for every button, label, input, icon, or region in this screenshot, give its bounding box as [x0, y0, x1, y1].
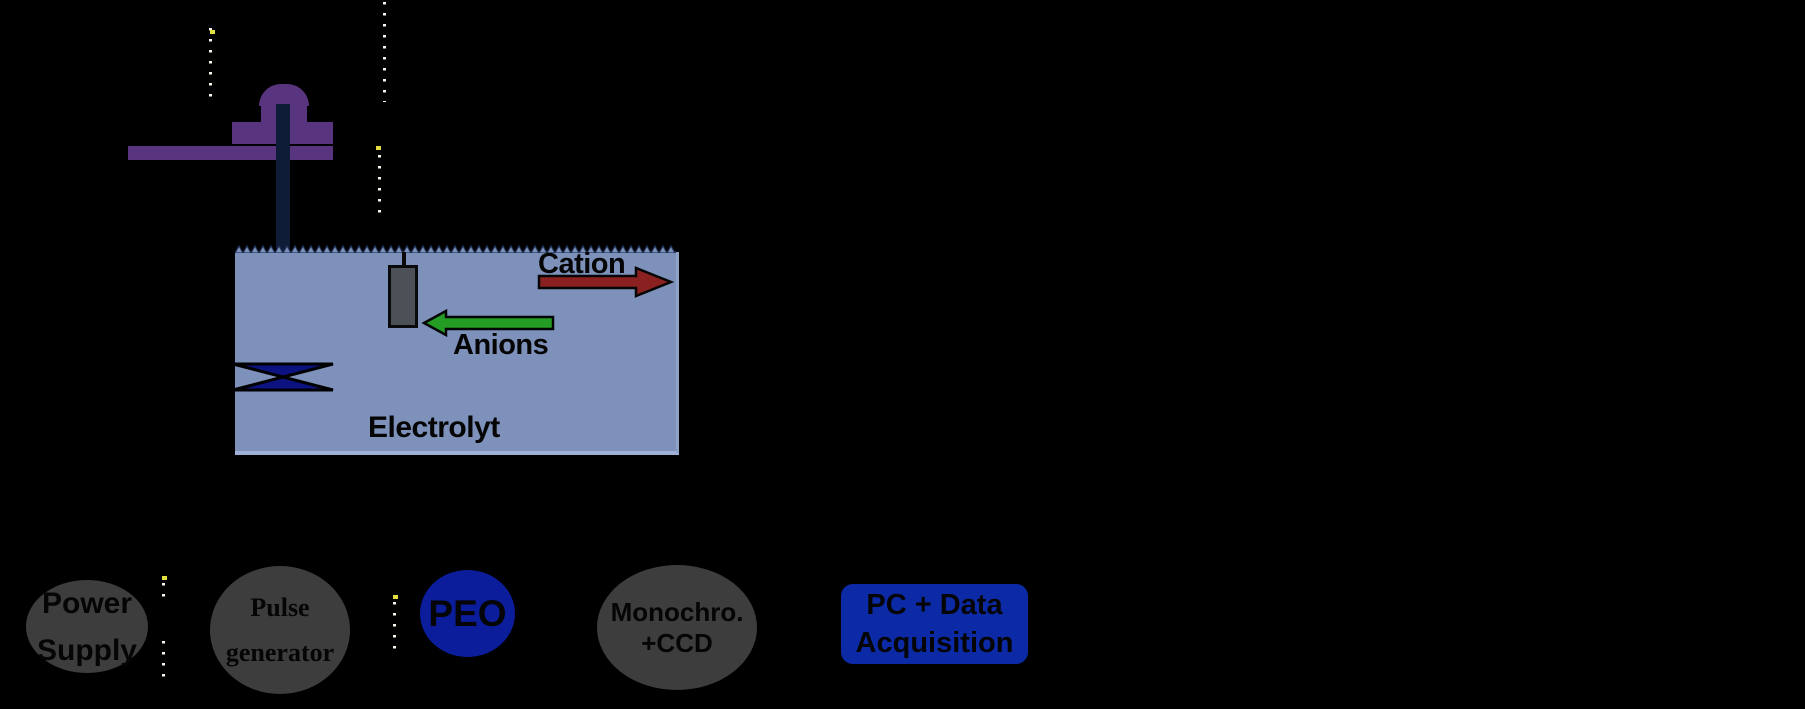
water-surface-zigzag	[235, 245, 676, 253]
dotted-trace-lower-mid	[393, 602, 396, 650]
cation-label: Cation	[538, 248, 626, 280]
stirrer-icon	[232, 362, 334, 392]
accent-dot	[162, 576, 167, 580]
dotted-trace-upper-left	[209, 28, 212, 98]
node-monochromator-ccd: Monochro. +CCD	[597, 565, 757, 690]
holder-arm	[128, 146, 333, 160]
counter-electrode-wire	[402, 252, 406, 268]
accent-dot	[393, 595, 398, 599]
accent-dot	[376, 146, 381, 150]
node-line: PC + Data	[866, 589, 1003, 621]
dotted-trace-upper-right	[383, 2, 386, 102]
node-line: Pulse	[250, 593, 310, 622]
node-pulse-generator: Pulse generator	[210, 566, 350, 694]
node-line: generator	[225, 638, 335, 667]
node-line: Acquisition	[855, 627, 1014, 659]
node-line: Power	[41, 586, 133, 620]
node-line: Supply	[36, 633, 137, 667]
holder-dome	[259, 84, 309, 106]
anions-label: Anions	[453, 329, 549, 361]
dotted-trace-upper-right2	[378, 155, 381, 215]
node-line: PEO	[428, 592, 507, 634]
node-peo: PEO	[420, 570, 515, 657]
node-power-supply: Power Supply	[26, 580, 148, 673]
cation-arrow-icon	[537, 266, 675, 298]
anions-arrow-icon	[421, 308, 555, 338]
dotted-trace-lower-left1	[162, 583, 165, 601]
electrolyte-label: Electrolyt	[368, 411, 500, 444]
node-pc-data-acquisition: PC + Data Acquisition	[841, 584, 1028, 664]
node-line: +CCD	[641, 627, 713, 658]
dotted-trace-lower-left2	[162, 641, 165, 683]
counter-electrode	[388, 265, 418, 328]
accent-dot	[210, 30, 215, 34]
node-line: Monochro.	[610, 596, 744, 627]
